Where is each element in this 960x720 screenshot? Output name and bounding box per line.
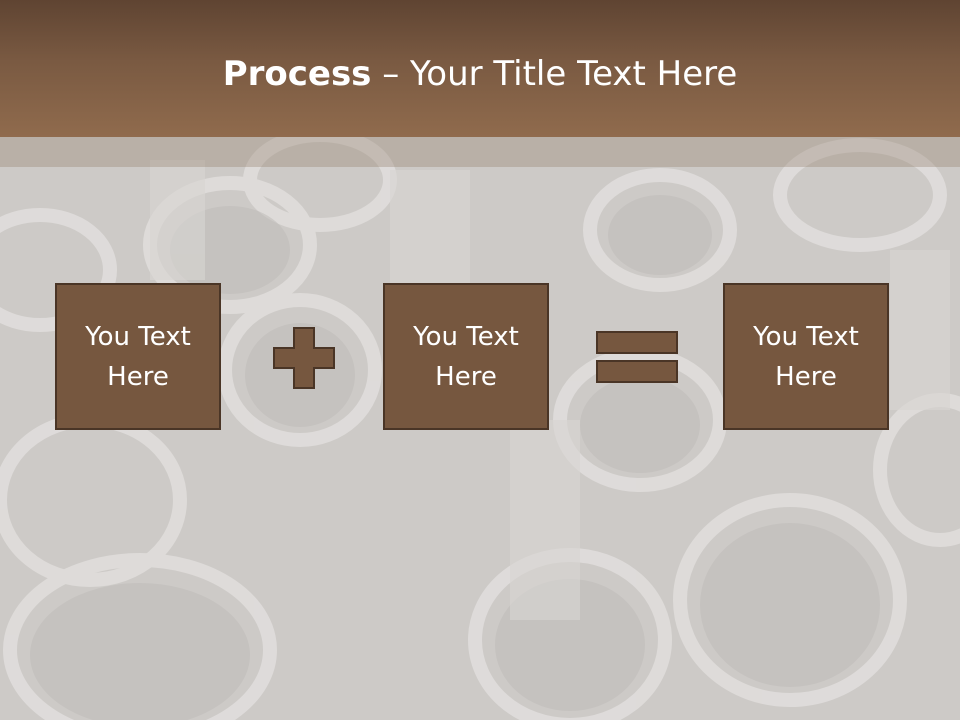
process-box-2[interactable]: You Text Here	[383, 283, 549, 430]
title-bar	[0, 0, 960, 137]
process-box-3-text: You Text Here	[753, 321, 859, 392]
equals-icon	[596, 331, 678, 383]
header-shadow-strip	[0, 137, 960, 167]
slide-title: Process – Your Title Text Here	[0, 52, 960, 96]
title-bold: Process	[222, 54, 372, 94]
process-box-2-text: You Text Here	[413, 321, 519, 392]
plus-icon	[273, 327, 335, 389]
process-box-1[interactable]: You Text Here	[55, 283, 221, 430]
title-rest: – Your Title Text Here	[371, 54, 738, 94]
process-box-3[interactable]: You Text Here	[723, 283, 889, 430]
process-box-1-text: You Text Here	[85, 321, 191, 392]
